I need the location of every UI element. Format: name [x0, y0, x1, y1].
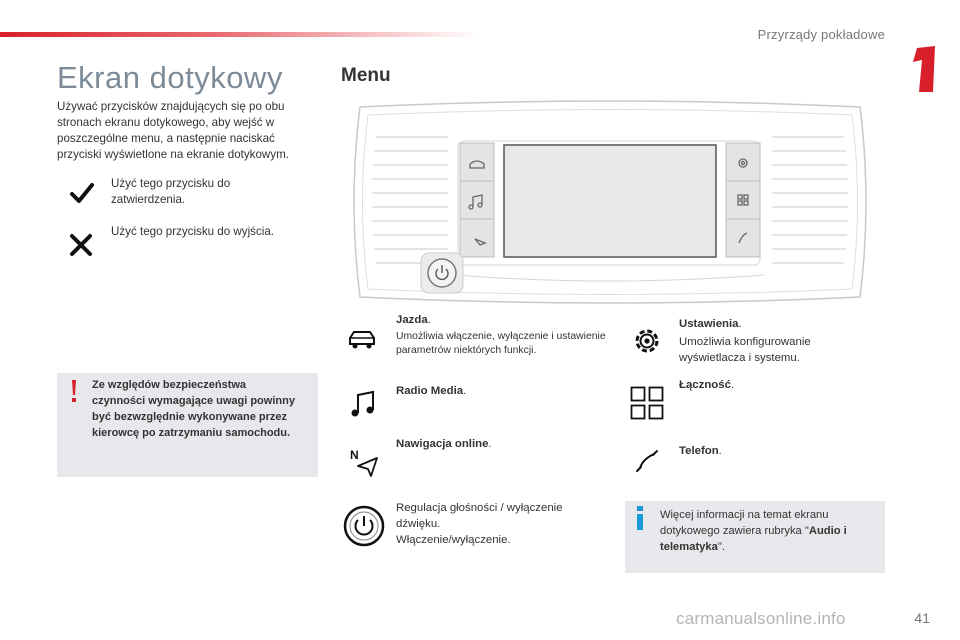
confirm-text: Użyć tego przycisku do zatwierdzenia. [111, 177, 231, 206]
menu-item-radio: Radio Media. [396, 385, 467, 397]
chapter-number: 1 [905, 42, 906, 43]
settings-desc: Umożliwia konfigurowanie wyświetlacza i … [679, 336, 811, 364]
power-text: Włączenie/wyłączenie. [396, 534, 511, 546]
page-title: Ekran dotykowy [57, 60, 283, 95]
nav-title: Nawigacja online [396, 438, 489, 450]
radio-title: Radio Media [396, 385, 464, 397]
close-icon [70, 234, 92, 256]
jazda-desc: Umożliwia włączenie, wyłączenie i ustawi… [396, 331, 606, 356]
apps-grid-icon [630, 386, 664, 420]
volume-text: Regulacja głośności / wyłączenie dźwięku… [396, 502, 563, 530]
navigation-icon-letter: N [350, 448, 359, 462]
navigation-icon: N [350, 448, 378, 477]
settings-title: Ustawienia [679, 318, 739, 330]
car-icon [349, 331, 375, 349]
watermark: carmanualsonline.info [676, 609, 846, 628]
warning-text: Ze względów bezpieczeństwa czynności wym… [92, 379, 295, 439]
menu-item-phone: Telefon. [679, 445, 722, 457]
info-text-before: Więcej informacji na temat ekranu dotyko… [660, 509, 829, 537]
jazda-title: Jazda [396, 314, 428, 326]
warning-box [57, 373, 318, 477]
info-icon [637, 506, 643, 530]
header-accent-bar [0, 32, 480, 37]
info-text-link: Audio i telematyka [660, 525, 847, 553]
power-button-icon [343, 505, 385, 547]
warning-exclamation-icon [72, 380, 76, 402]
page-number: 41 [914, 610, 930, 626]
info-text: Więcej informacji na temat ekranu dotyko… [660, 507, 870, 555]
menu-item-connectivity: Łączność. [679, 379, 735, 391]
chapter-number-badge: 1 [905, 42, 935, 92]
info-box [625, 501, 885, 573]
exit-text: Użyć tego przycisku do wyjścia. [111, 225, 275, 238]
menu-item-navigation: Nawigacja online. [396, 438, 492, 450]
menu-item-jazda: Jazda. [396, 314, 431, 326]
connect-title: Łączność [679, 379, 731, 391]
settings-gear-icon [635, 329, 659, 353]
dashboard-illustration [353, 100, 867, 304]
intro-paragraph: Używać przycisków znajdujących się po ob… [57, 100, 289, 161]
phone-title: Telefon [679, 445, 719, 457]
menu-heading: Menu [341, 65, 391, 86]
menu-item-settings: Ustawienia. [679, 318, 742, 330]
music-note-icon [351, 390, 374, 417]
section-title: Przyrządy pokładowe [757, 27, 885, 42]
checkmark-icon [70, 183, 94, 203]
info-text-after: ". [717, 541, 725, 553]
phone-handset-icon [636, 450, 658, 472]
